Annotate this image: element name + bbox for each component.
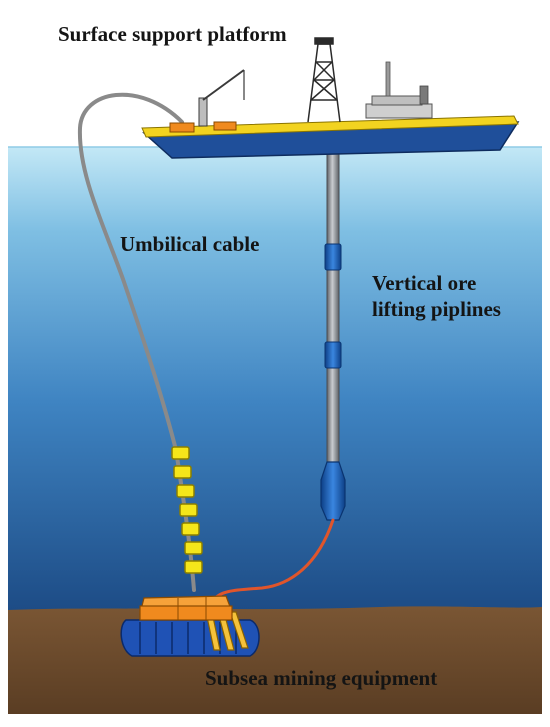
vertical-pipe — [326, 149, 340, 466]
pipe-joint — [324, 243, 342, 271]
ship-mast — [385, 61, 391, 97]
deck-crane — [198, 69, 245, 127]
ship-cabin-upper — [371, 95, 423, 106]
pipe-joint — [324, 341, 342, 369]
vertical-pipeline-label-line1: Vertical ore — [372, 271, 477, 295]
track-treads — [139, 622, 237, 654]
seabed — [8, 606, 542, 714]
drilling-derrick — [307, 37, 341, 123]
buoy — [171, 446, 190, 460]
buoyancy-modules — [171, 446, 203, 574]
subsea-mining-equipment-label: Subsea mining equipment — [205, 666, 438, 690]
lift-pump — [320, 461, 346, 521]
ship-deck — [141, 115, 519, 138]
deck-cargo — [169, 122, 195, 133]
deck-cargo — [213, 121, 237, 131]
surface-support-platform-label: Surface support platform — [58, 22, 287, 46]
buoy — [181, 522, 200, 536]
buoy — [173, 465, 192, 479]
ship-funnel — [419, 85, 429, 105]
subsea-mining-crawler — [120, 595, 260, 657]
buoy — [176, 484, 195, 498]
ship — [141, 37, 520, 159]
vertical-pipeline-label: Vertical ore lifting piplines — [372, 270, 501, 323]
buoy — [184, 560, 203, 574]
crawler-body-front — [139, 605, 233, 621]
vertical-pipeline-label-line2: lifting piplines — [372, 297, 501, 322]
umbilical-cable-label: Umbilical cable — [120, 232, 260, 256]
buoy — [179, 503, 198, 517]
umbilical-cable — [77, 92, 184, 452]
ship-cabin — [365, 103, 433, 119]
water — [8, 147, 542, 610]
flexible-hose — [212, 518, 335, 602]
buoy — [184, 541, 203, 555]
